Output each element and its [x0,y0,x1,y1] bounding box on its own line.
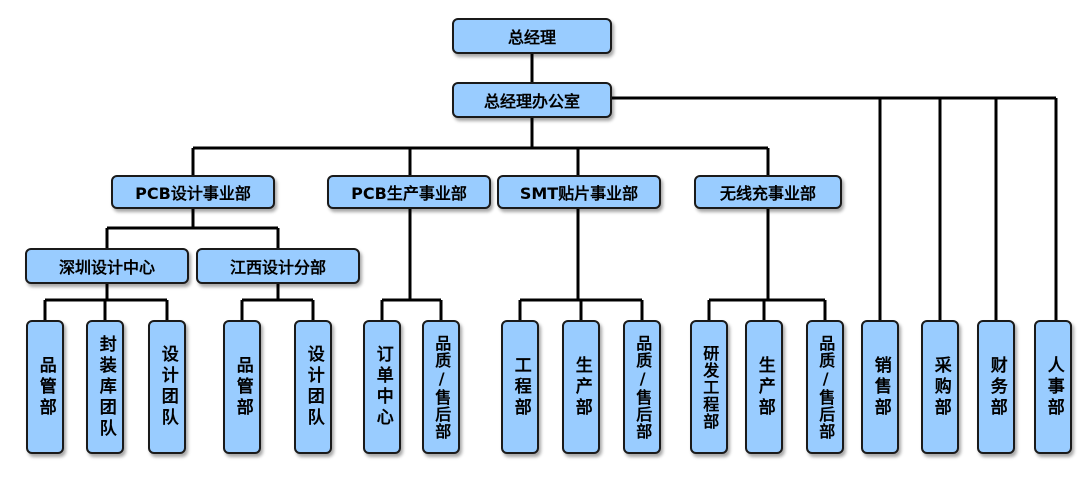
dept-wl-quality: 品质/售后部 [806,320,844,454]
division-smt: SMT贴片事业部 [497,175,661,209]
dept-smt-quality: 品质/售后部 [623,320,661,454]
dept-jx-design: 设计团队 [294,320,332,454]
dept-hr: 人事部 [1034,320,1072,454]
dept-jx-quality: 品管部 [223,320,261,454]
dept-sz-design: 设计团队 [148,320,186,454]
dept-finance: 财务部 [977,320,1015,454]
dept-sz-packaging: 封装库团队 [86,320,124,454]
dept-purchasing: 采购部 [921,320,959,454]
office-box: 总经理办公室 [452,82,612,118]
division-pcb-production: PCB生产事业部 [327,175,491,209]
subunit-jiangxi: 江西设计分部 [196,248,360,284]
division-wireless: 无线充事业部 [694,175,842,209]
dept-sz-quality: 品管部 [26,320,64,454]
dept-wl-production: 生产部 [745,320,783,454]
dept-sales: 销售部 [861,320,899,454]
dept-smt-engineering: 工程部 [501,320,539,454]
ceo-box: 总经理 [452,18,612,54]
dept-smt-production: 生产部 [562,320,600,454]
dept-pcbp-order: 订单中心 [363,320,401,454]
dept-pcbp-quality: 品质/售后部 [422,320,460,454]
subunit-shenzhen: 深圳设计中心 [25,248,189,284]
dept-wl-rnd: 研发工程部 [690,320,728,454]
division-pcb-design: PCB设计事业部 [111,175,275,209]
